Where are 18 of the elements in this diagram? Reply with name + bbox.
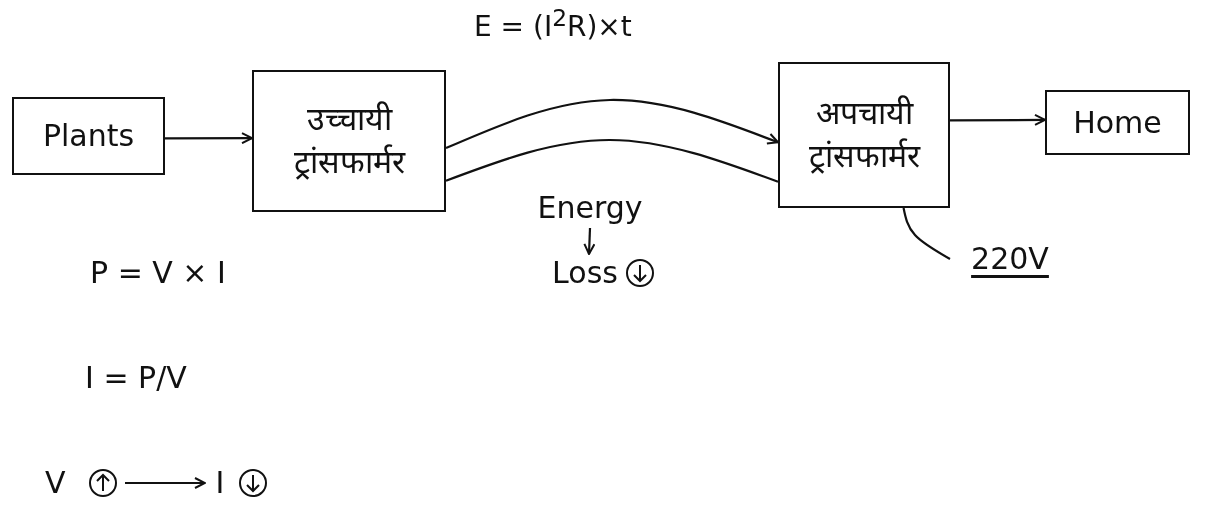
formula-text: P = V × I <box>90 255 226 290</box>
process-box: Plants <box>12 97 165 175</box>
formula-text: I = P/V <box>85 360 187 395</box>
process-box: उच्चायी ट्रांसफार्मर <box>252 70 446 212</box>
node-text: V <box>45 462 125 504</box>
node-text: 220V <box>950 238 1070 280</box>
arrow <box>165 132 253 145</box>
connector-line <box>902 207 951 260</box>
connector-line <box>445 138 779 183</box>
node-text: I <box>205 462 235 504</box>
node-text: Energy <box>535 188 645 228</box>
arrow <box>125 477 206 489</box>
arrow <box>445 98 779 150</box>
arrow <box>583 227 596 255</box>
process-box: Home <box>1045 90 1190 155</box>
process-box: अपचायी ट्रांसफार्मर <box>778 62 950 208</box>
arrow <box>950 113 1046 126</box>
node-text: Loss <box>545 254 625 292</box>
